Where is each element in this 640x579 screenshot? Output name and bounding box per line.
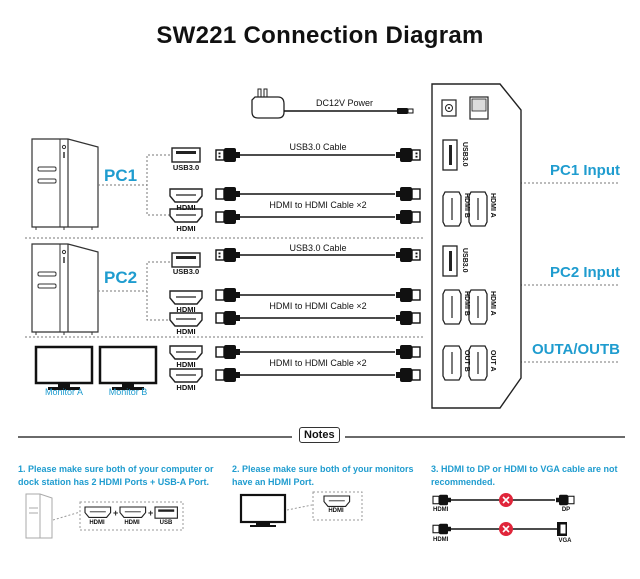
svg-text:+: + <box>113 508 118 518</box>
note2-port-label: HDMI <box>328 508 344 514</box>
pc1-hdmi-cable-1 <box>215 186 421 202</box>
sw221-device <box>431 83 522 409</box>
pc1-usb-cable <box>215 147 421 163</box>
note-2-line-2: have an HDMI Port. <box>232 477 315 487</box>
cable-label: HDMI to HDMI Cable ×2 <box>269 301 367 311</box>
pc2-hdmi-b-port <box>442 289 462 325</box>
monitor-port-label: HDMI <box>176 360 196 369</box>
monitor-b-icon <box>98 345 158 392</box>
cables <box>215 147 421 383</box>
power-label: DC12V Power <box>316 98 374 108</box>
pc1-hdmi-a-port <box>468 191 488 227</box>
pc1-port-label: HDMI <box>176 224 196 233</box>
note3-from-label: HDMI <box>433 507 449 513</box>
outputs-label: OUTA/OUTB <box>531 341 620 358</box>
pc2-port-label: USB3.0 <box>172 267 200 276</box>
pc2-port-label: HDMI <box>176 327 196 336</box>
note-1-line-1: 1. Please make sure both of your compute… <box>18 464 214 474</box>
monitor-hdmi-port-icon <box>169 368 203 383</box>
cable-label: HDMI to HDMI Cable ×2 <box>269 200 367 210</box>
note2-graphic <box>239 491 363 527</box>
pc1-port-label: HDMI <box>176 203 196 212</box>
device-port-label: HDMI B <box>463 291 470 316</box>
out-b-port <box>442 345 462 381</box>
pc1-hdmi-cable-2 <box>215 209 421 225</box>
note-3: 3. HDMI to DP or HDMI to VGA cable are n… <box>431 463 640 489</box>
monitor-hdmi-port-icon <box>169 345 203 360</box>
pc2-usb-cable <box>215 247 421 263</box>
device-port-label: USB3.0 <box>461 248 468 273</box>
pc1-usb-port-icon <box>171 147 201 163</box>
note-2-line-1: 2. Please make sure both of your monitor… <box>232 464 414 474</box>
monitor-a-label: Monitor A <box>44 387 84 397</box>
monitor-a-icon <box>34 345 94 392</box>
pc2-input-label: PC2 Input <box>550 264 620 281</box>
note-1: 1. Please make sure both of your compute… <box>18 463 228 489</box>
monitor-port-label: HDMI <box>176 383 196 392</box>
hdmi-to-vga-cable <box>432 522 567 536</box>
cable-label: HDMI to HDMI Cable ×2 <box>269 358 367 368</box>
monitor-b-label: Monitor B <box>108 387 148 397</box>
note1-port-label: HDMI <box>124 520 140 526</box>
note3-to-label: VGA <box>558 538 572 544</box>
pc2-tower-icon <box>31 243 99 336</box>
page-title: SW221 Connection Diagram <box>156 22 484 49</box>
svg-text:+: + <box>148 508 153 518</box>
device-port-label: HDMI B <box>463 193 470 218</box>
out-hdmi-cable-1 <box>215 344 421 360</box>
pc1-hdmi-port-icon <box>169 188 203 203</box>
pc1-port-label: USB3.0 <box>172 163 200 172</box>
pc1-label: PC1 <box>104 166 138 185</box>
pc2-label: PC2 <box>104 268 138 287</box>
device-port-label: OUT B <box>463 350 470 372</box>
out-a-port <box>468 345 488 381</box>
pc2-usb-port-icon <box>171 252 201 268</box>
device-port-label: USB3.0 <box>461 142 468 167</box>
note3-from-label: HDMI <box>433 537 449 543</box>
device-port-label: HDMI A <box>489 193 496 218</box>
pc2-port-label: HDMI <box>176 305 196 314</box>
power-adapter-icon <box>251 88 414 119</box>
note1-graphic: + + <box>25 493 184 539</box>
pc2-hdmi-cable-1 <box>215 287 421 303</box>
note-3-line-2: recommended. <box>431 477 496 487</box>
pc1-input-label: PC1 Input <box>550 162 620 179</box>
pc2-hdmi-a-port <box>468 289 488 325</box>
note-2: 2. Please make sure both of your monitor… <box>232 463 432 489</box>
pc1-tower-icon <box>31 138 99 231</box>
note-1-line-2: dock station has 2 HDMI Ports + USB-A Po… <box>18 477 209 487</box>
note1-port-label: USB <box>159 520 173 526</box>
note3-graphic <box>432 493 575 536</box>
pc2-hdmi-port-icon <box>169 290 203 305</box>
device-port-label: HDMI A <box>489 291 496 316</box>
pc1-hdmi-b-port <box>442 191 462 227</box>
note-3-line-1: 3. HDMI to DP or HDMI to VGA cable are n… <box>431 464 618 474</box>
note1-port-label: HDMI <box>89 520 105 526</box>
cable-label: USB3.0 Cable <box>289 243 347 253</box>
out-hdmi-cable-2 <box>215 367 421 383</box>
notes-heading: Notes <box>299 427 340 443</box>
device-port-label: OUT A <box>489 350 496 372</box>
pc2-hdmi-cable-2 <box>215 310 421 326</box>
cable-label: USB3.0 Cable <box>289 142 347 152</box>
hdmi-to-dp-cable <box>432 493 575 507</box>
note3-to-label: DP <box>561 507 571 513</box>
pc2-hdmi-port-icon <box>169 312 203 327</box>
